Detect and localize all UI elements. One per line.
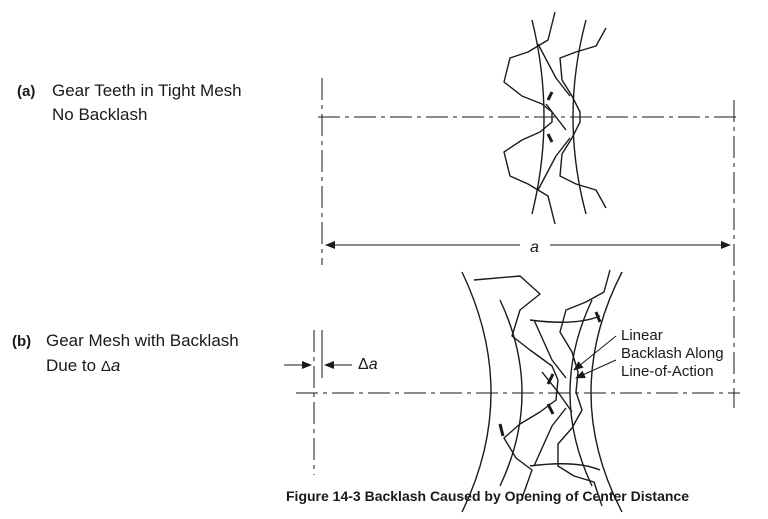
left-gear-outer-arc-b: [461, 271, 492, 513]
contact-mark-b-right: [594, 311, 602, 323]
contact-mark-b-lower: [546, 403, 555, 415]
annotation-leaders: [573, 335, 617, 379]
flank-b-upper: [533, 319, 567, 379]
panel-a-title: Gear Teeth in Tight Mesh: [52, 81, 242, 100]
right-root-arc-b2: [529, 463, 601, 471]
left-gear-profile-a: [503, 11, 556, 225]
gear-mesh-tight: [503, 11, 607, 225]
right-gear-profile-a: [559, 27, 607, 209]
contact-mark-b-upper: [546, 373, 555, 385]
right-gear-teeth-b: [557, 269, 611, 507]
leader-lower: [575, 359, 617, 379]
delta-a-label: Δa: [358, 357, 378, 373]
right-pitch-arc-a: [572, 19, 587, 215]
panel-b-tag: (b): [12, 333, 32, 350]
backlash-note-line2: Backlash Along: [621, 345, 724, 362]
right-gear-outer-arc-b: [590, 271, 623, 513]
figure-caption: Figure 14-3 Backlash Caused by Opening o…: [286, 488, 689, 504]
backlash-note-line1: Linear: [621, 327, 663, 344]
backlash-note-line3: Line-of-Action: [621, 363, 714, 380]
center-distance-label: a: [530, 239, 539, 256]
right-root-arc-b: [529, 315, 601, 323]
gear-mesh-backlash: [461, 269, 623, 513]
panel-b-subtitle: Due to Δa: [46, 357, 120, 374]
panel-b-title: Gear Mesh with Backlash: [46, 331, 239, 350]
panel-b-delta-var: a: [110, 356, 121, 375]
panel-b-subtitle-prefix: Due to: [46, 356, 101, 375]
delta-a-var: a: [368, 356, 378, 373]
flank-b-mid: [541, 371, 573, 413]
panel-a-subtitle: No Backlash: [52, 105, 148, 124]
dimension-delta-a: [284, 330, 352, 378]
flank-b-lower: [533, 407, 567, 467]
delta-a-symbol: Δ: [358, 356, 369, 373]
leader-upper: [573, 335, 617, 371]
contact-mark-b-left: [498, 423, 505, 437]
left-pitch-arc-b: [499, 299, 523, 487]
flank-a-mid: [545, 103, 567, 131]
left-pitch-arc-a: [531, 19, 545, 215]
panel-b-delta-symbol: Δ: [100, 358, 111, 375]
flank-a-lower: [537, 137, 571, 191]
right-pitch-arc-b: [569, 299, 593, 487]
left-gear-teeth-b: [473, 275, 559, 499]
center-lines: [296, 78, 740, 475]
contact-mark-a-upper: [546, 91, 554, 101]
flank-a-upper: [537, 43, 571, 97]
contact-mark-a-lower: [546, 133, 554, 143]
panel-a-tag: (a): [17, 83, 36, 100]
